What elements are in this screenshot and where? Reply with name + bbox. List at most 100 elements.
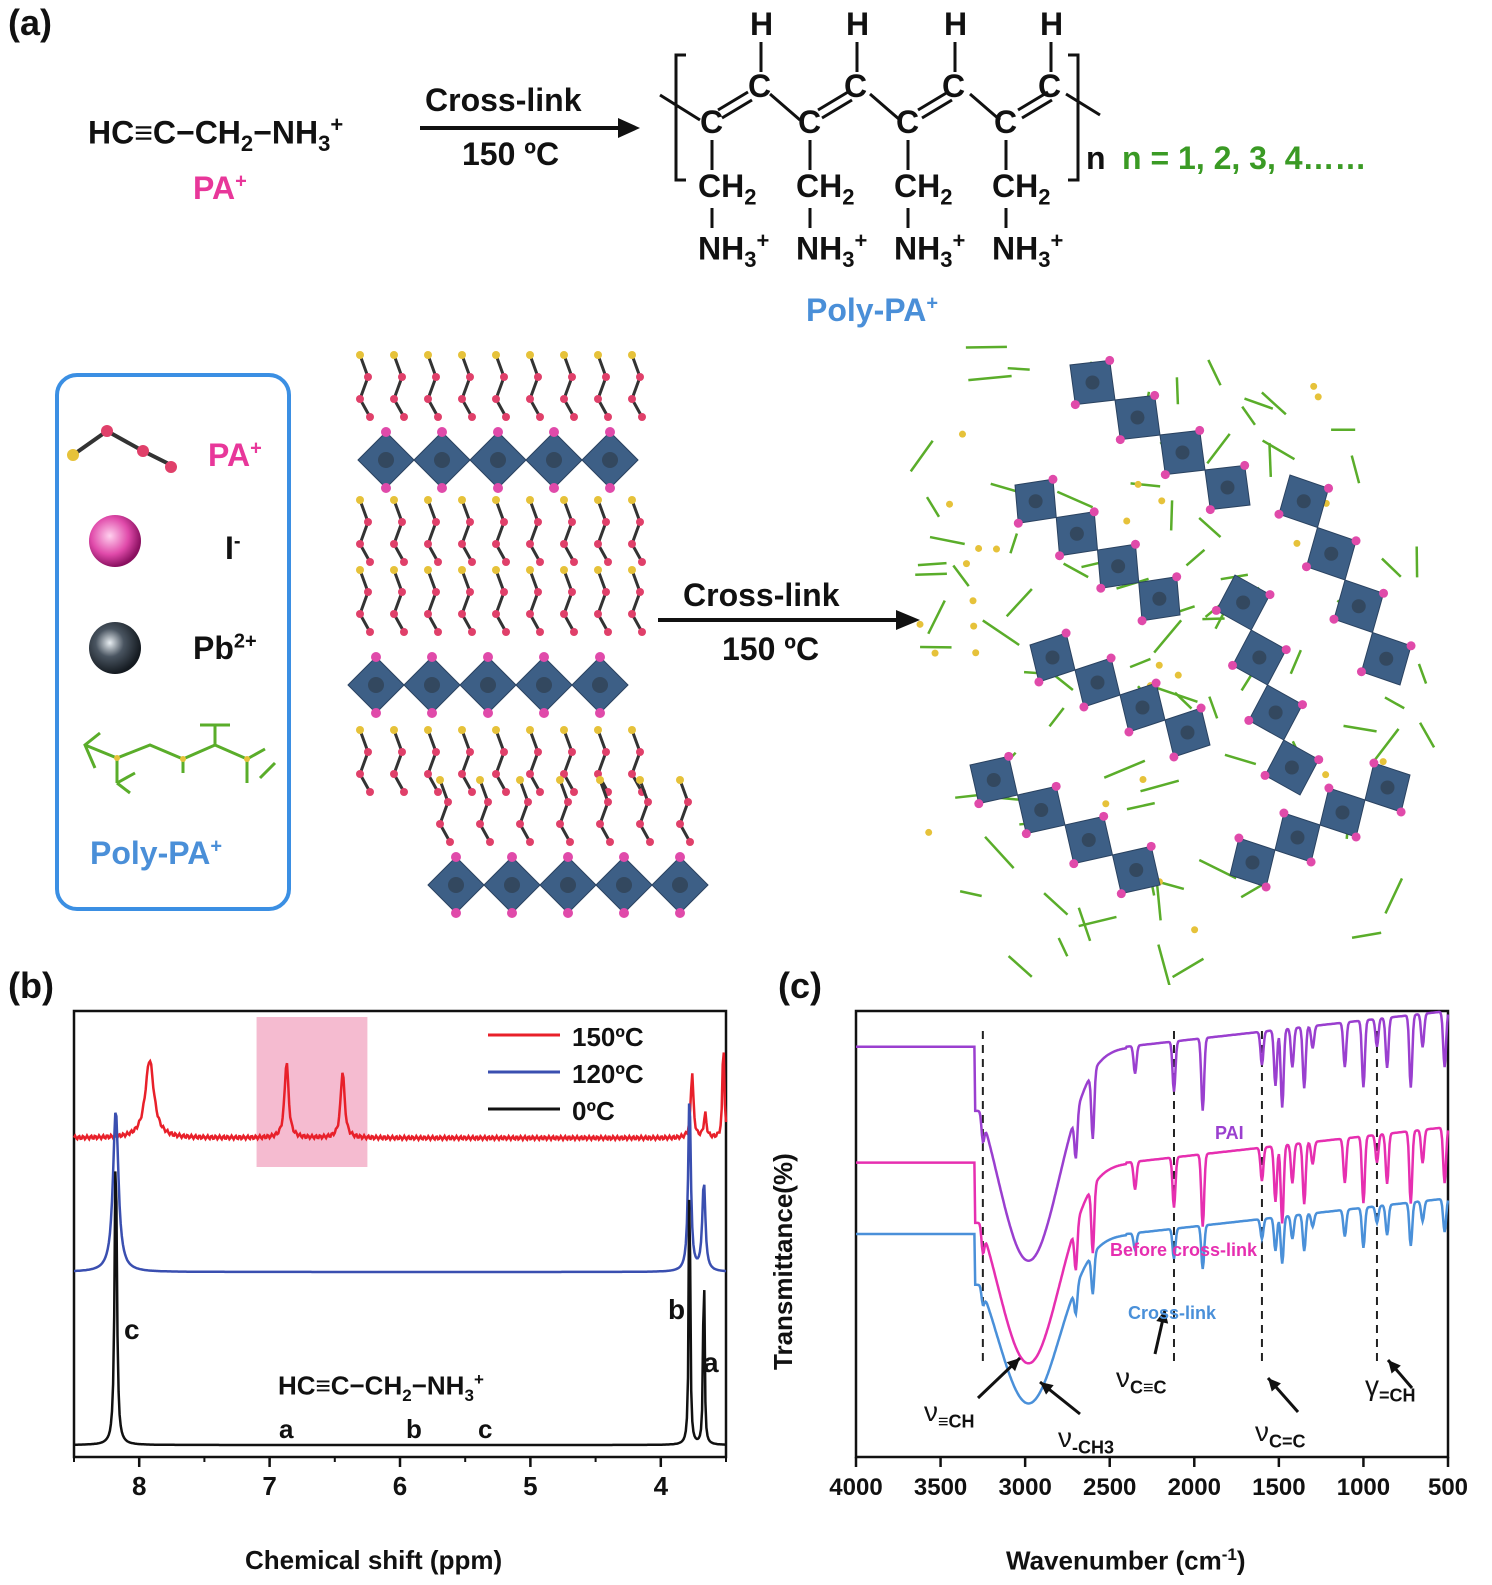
crosslinked-perovskite-structure [909, 345, 1436, 985]
nmr-x-tick-label: 7 [262, 1471, 276, 1501]
crosslink-arrow-top-label: Cross-link [683, 577, 840, 613]
organic-layer-5 [436, 776, 694, 846]
ftir-series-label-crosslink: Cross-link [1128, 1303, 1217, 1323]
nmr-legend-0: 0ºC [572, 1096, 615, 1126]
reactant-name: PA+ [193, 170, 247, 206]
ftir-annotation-arrowhead-3 [1268, 1378, 1281, 1392]
ftir-series-1 [856, 1126, 1450, 1365]
perovskite-ribbon-1 [1069, 355, 1251, 515]
polymer-bracket-left [674, 53, 686, 182]
polymer-nh3-2: NH3+ [796, 228, 868, 273]
ftir-annotation-arrowhead-1 [1040, 1382, 1054, 1395]
ftir-x-tick-label: 3000 [998, 1474, 1051, 1501]
nmr-molecule-label: HC≡C−CH2−NH3+ [278, 1370, 484, 1405]
polymer-nh3-4: NH3+ [992, 228, 1064, 273]
ftir-annotation-arrowhead-0 [1006, 1358, 1020, 1372]
polymer-n-note: n = 1, 2, 3, 4…… [1122, 140, 1367, 176]
ftir-series-0 [856, 1010, 1450, 1263]
polymer-ch2-3: CH2 [894, 168, 953, 210]
ftir-xlabel: Wavenumber (cm-1) [1006, 1545, 1246, 1576]
ch-bonds [759, 42, 1053, 72]
nmr-inline-label-c: c [478, 1414, 493, 1444]
annot-nu-c-double-c: νC=C [1255, 1416, 1306, 1452]
reaction-scheme [420, 42, 1101, 228]
crosslink-arrow [658, 610, 920, 630]
perovskite-ribbon-4 [1211, 574, 1324, 796]
polymer-h-1: H [750, 6, 774, 42]
nmr-series-1 [74, 1103, 727, 1274]
polymer-c-up-1: C [748, 68, 772, 104]
ftir-x-tick-label: 3500 [914, 1474, 967, 1501]
polymer-c-down-3: C [896, 104, 920, 140]
nmr-peak-label-b: b [668, 1294, 686, 1325]
arrow-top-label: Cross-link [425, 82, 582, 118]
ftir-x-tick-label: 4000 [829, 1474, 882, 1501]
legend-iodide-label: I- [225, 530, 241, 566]
organic-layer-3 [356, 566, 646, 636]
annot-gamma-ch: γ=CH [1365, 1370, 1416, 1406]
panel-c-label: (c) [778, 965, 822, 1006]
nmr-series-2 [74, 1171, 726, 1447]
reaction-arrowhead [618, 118, 640, 138]
nmr-inline-label-a: a [279, 1414, 294, 1444]
inorganic-layer-2 [347, 652, 629, 718]
polymer-c-up-4: C [1038, 68, 1062, 104]
inorganic-layer-1 [357, 427, 639, 493]
polymer-c-up-2: C [844, 68, 868, 104]
nmr-peak-label-a: a [703, 1347, 719, 1378]
nmr-series-0 [72, 1052, 728, 1143]
ftir-annotation-arrowhead-2 [1156, 1310, 1169, 1324]
nmr-highlight-region [256, 1017, 368, 1167]
annot-nu-ch3: ν-CH3 [1058, 1422, 1115, 1458]
ftir-x-tick-label: 2000 [1168, 1474, 1221, 1501]
ftir-series-label-before: Before cross-link [1110, 1240, 1258, 1260]
polymer-c-down-4: C [994, 104, 1018, 140]
polymer-c-down-1: C [700, 104, 724, 140]
inorganic-layer-3 [427, 852, 709, 918]
ftir-x-tick-label: 1000 [1337, 1474, 1390, 1501]
annot-nu-triple-ch: ν≡CH [924, 1396, 975, 1432]
organic-layer-4 [356, 726, 646, 796]
ftir-series-label-pai: PAI [1215, 1123, 1244, 1143]
lead-sphere-icon [89, 622, 141, 674]
nmr-x-tick-label: 8 [132, 1471, 146, 1501]
nmr-xlabel: Chemical shift (ppm) [245, 1545, 503, 1575]
ftir-x-tick-label: 2500 [1083, 1474, 1136, 1501]
legend-pa-label: PA+ [208, 437, 262, 473]
polymer-h-2: H [846, 6, 870, 42]
polymer-ch2-1: CH2 [698, 168, 757, 210]
polymer-h-4: H [1040, 6, 1064, 42]
nmr-x-tick-label: 6 [393, 1471, 407, 1501]
nmr-peak-label-c: c [124, 1314, 140, 1345]
nmr-x-tick-label: 4 [654, 1471, 669, 1501]
panel-b-label: (b) [8, 965, 54, 1006]
arrow-bottom-label: 150 ºC [462, 136, 560, 172]
nmr-legend-150: 150ºC [572, 1022, 644, 1052]
polymer-nh3-1: NH3+ [698, 228, 770, 273]
legend-poly-label: Poly-PA+ [90, 835, 222, 871]
polymer-ch2-4: CH2 [992, 168, 1051, 210]
perovskite-ribbon-5 [1029, 628, 1211, 762]
polymer-nh3-3: NH3+ [894, 228, 966, 273]
nmr-legend-120: 120ºC [572, 1059, 644, 1089]
nmr-inline-label-b: b [406, 1414, 422, 1444]
poly-pa-fragment-icon [83, 723, 277, 795]
polymer-backbone-bonds [659, 90, 1101, 122]
polymer-c-down-2: C [798, 104, 822, 140]
reactant-formula: HC≡C−CH2−NH3+ [88, 112, 344, 157]
structure-legend-box [55, 373, 291, 911]
ch2-to-nh3-bonds [710, 208, 1008, 228]
polymer-name: Poly-PA+ [806, 292, 938, 328]
crosslink-arrow-bottom-label: 150 ºC [722, 631, 820, 667]
perovskite-ribbon-3 [1274, 474, 1416, 686]
perovskite-ribbon-6 [969, 751, 1161, 899]
polymer-h-3: H [944, 6, 968, 42]
perovskite-ribbon-2 [1013, 474, 1182, 626]
organic-layer-2 [356, 496, 646, 566]
nmr-chart: 8 7 6 5 4 [72, 1009, 728, 1501]
polymer-c-up-3: C [942, 68, 966, 104]
nmr-x-tick-label: 5 [523, 1471, 537, 1501]
polymer-ch2-2: CH2 [796, 168, 855, 210]
layered-perovskite-structure [347, 351, 709, 918]
